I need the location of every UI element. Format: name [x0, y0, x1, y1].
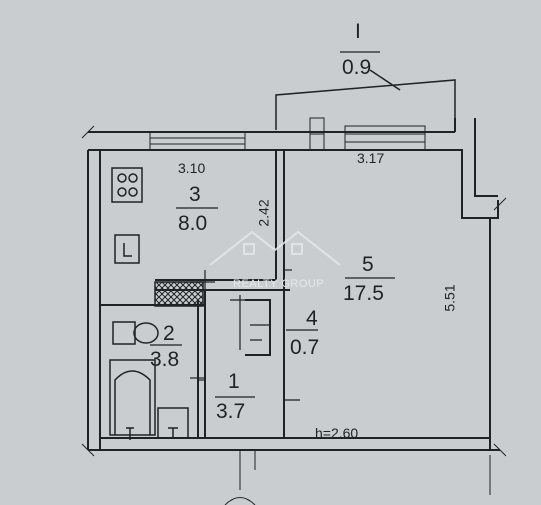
room-1-number: 1 [228, 370, 240, 393]
doors [190, 269, 300, 401]
room-4-area: 0.7 [290, 336, 320, 359]
room-3-number: 3 [189, 183, 201, 206]
room-2-area: 3.8 [150, 348, 180, 371]
room-1-area: 3.7 [216, 400, 246, 423]
watermark-text: REALTY GROUP [233, 278, 325, 290]
balcony-area: 0.9 [342, 56, 372, 79]
room-depth-dimension: 5.51 [441, 284, 458, 312]
room-2-number: 2 [163, 322, 175, 345]
kitchen-width-dimension: 3.10 [178, 160, 206, 176]
balcony-number: I [355, 20, 361, 43]
balcony [275, 69, 456, 130]
ceiling-height: h=2.60 [315, 425, 359, 441]
ventilation-shaft [154, 281, 204, 307]
area-fraction-bars [150, 51, 395, 398]
sink-icon [114, 234, 140, 264]
dimension-lines [81, 125, 507, 505]
toilet-icon [112, 321, 159, 345]
windows [149, 117, 426, 151]
kitchen-depth-dimension: 2.42 [255, 199, 272, 227]
exterior-walls [87, 118, 500, 451]
bathtub-icon [109, 359, 156, 440]
watermark-logo [209, 230, 341, 266]
room-3-area: 8.0 [178, 212, 208, 235]
room-5-area: 17.5 [343, 282, 384, 305]
stove-icon [111, 167, 143, 203]
room-width-dimension: 3.17 [357, 150, 385, 166]
room-5-number: 5 [362, 253, 374, 276]
washbasin-icon [157, 407, 189, 439]
room-4-number: 4 [306, 307, 318, 330]
